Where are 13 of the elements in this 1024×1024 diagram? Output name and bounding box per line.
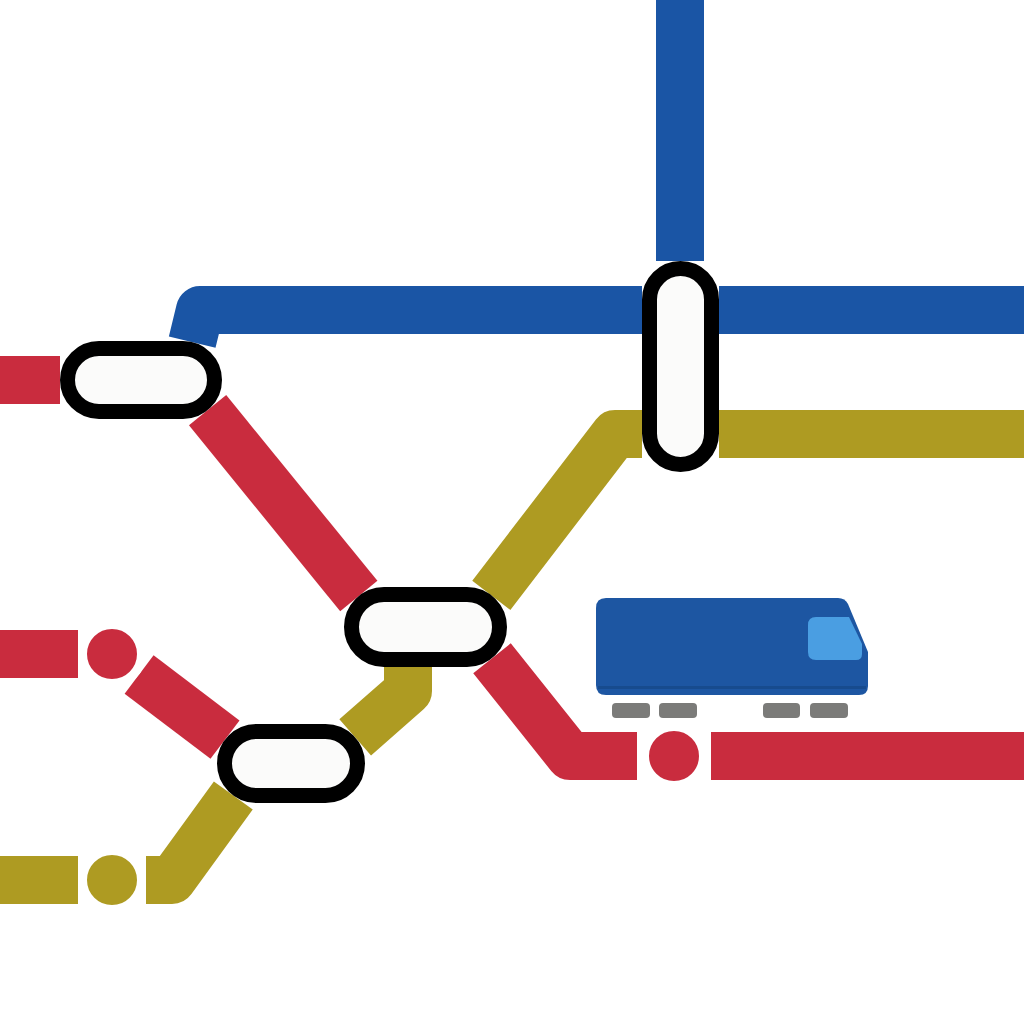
metro-line: [719, 410, 1024, 458]
metro-line: [0, 630, 78, 678]
interchange-station: [642, 261, 719, 472]
metro-line: [0, 856, 78, 904]
metro-line: [0, 356, 60, 404]
metro-line: [656, 0, 704, 261]
metro-line: [719, 286, 1024, 334]
metro-line: [711, 732, 1024, 780]
interchange-station: [217, 724, 365, 803]
interchange-station: [60, 341, 222, 419]
metro-line: [124, 655, 240, 759]
metro-line: [168, 286, 642, 348]
interchange-station: [344, 587, 507, 667]
